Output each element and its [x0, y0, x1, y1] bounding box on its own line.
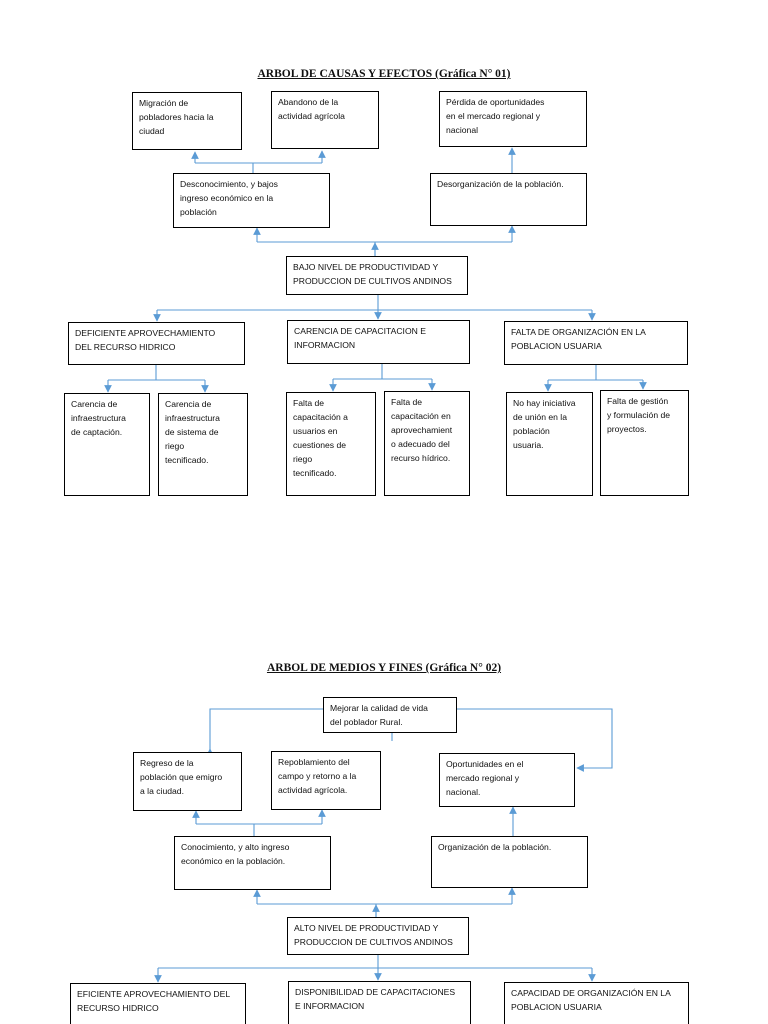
mean-box-1: EFICIENTE APROVECHAMIENTO DEL RECURSO HI…	[70, 983, 246, 1024]
sub-cause-box-2: Carencia de infraestructura de sistema d…	[158, 393, 248, 496]
diagram2-title: ARBOL DE MEDIOS Y FINES (Gráfica N° 02)	[266, 662, 502, 674]
sub-cause-box-5: No hay iniciativa de unión en la poblaci…	[506, 392, 593, 496]
end-box-2: Repoblamiento del campo y retorno a la a…	[271, 751, 381, 810]
sub-cause-box-4: Falta de capacitación en aprovechamient …	[384, 391, 470, 496]
mean-box-2: DISPONIBILIDAD DE CAPACITACIONES E INFOR…	[288, 981, 471, 1024]
central-problem-box: BAJO NIVEL DE PRODUCTIVIDAD Y PRODUCCION…	[286, 256, 468, 295]
final-end-box: Mejorar la calidad de vida del poblador …	[323, 697, 457, 733]
effect-box-3: Pérdida de oportunidades en el mercado r…	[439, 91, 587, 147]
cause-box-2: CARENCIA DE CAPACITACION E INFORMACION	[287, 320, 470, 364]
mid-effect-box-2: Desorganización de la población.	[430, 173, 587, 226]
sub-cause-box-1: Carencia de infraestructura de captación…	[64, 393, 150, 496]
cause-box-3: FALTA DE ORGANIZACIÓN EN LA POBLACION US…	[504, 321, 688, 365]
sub-cause-box-3: Falta de capacitación a usuarios en cues…	[286, 392, 376, 496]
mid-end-box-2: Organización de la población.	[431, 836, 588, 888]
sub-cause-box-6: Falta de gestión y formulación de proyec…	[600, 390, 689, 496]
mid-end-box-1: Conocimiento, y alto ingreso económico e…	[174, 836, 331, 890]
diagram1-title: ARBOL DE CAUSAS Y EFECTOS (Gráfica N° 01…	[257, 68, 511, 80]
central-objective-box: ALTO NIVEL DE PRODUCTIVIDAD Y PRODUCCION…	[287, 917, 469, 955]
effect-box-1: Migración de pobladores hacia la ciudad	[132, 92, 242, 150]
end-box-3: Oportunidades en el mercado regional y n…	[439, 753, 575, 807]
effect-box-2: Abandono de la actividad agrícola	[271, 91, 379, 149]
cause-box-1: DEFICIENTE APROVECHAMIENTO DEL RECURSO H…	[68, 322, 245, 365]
end-box-1: Regreso de la población que emigro a la …	[133, 752, 242, 811]
mid-effect-box-1: Desconocimiento, y bajos ingreso económi…	[173, 173, 330, 228]
mean-box-3: CAPACIDAD DE ORGANIZACIÓN EN LA POBLACIO…	[504, 982, 689, 1024]
